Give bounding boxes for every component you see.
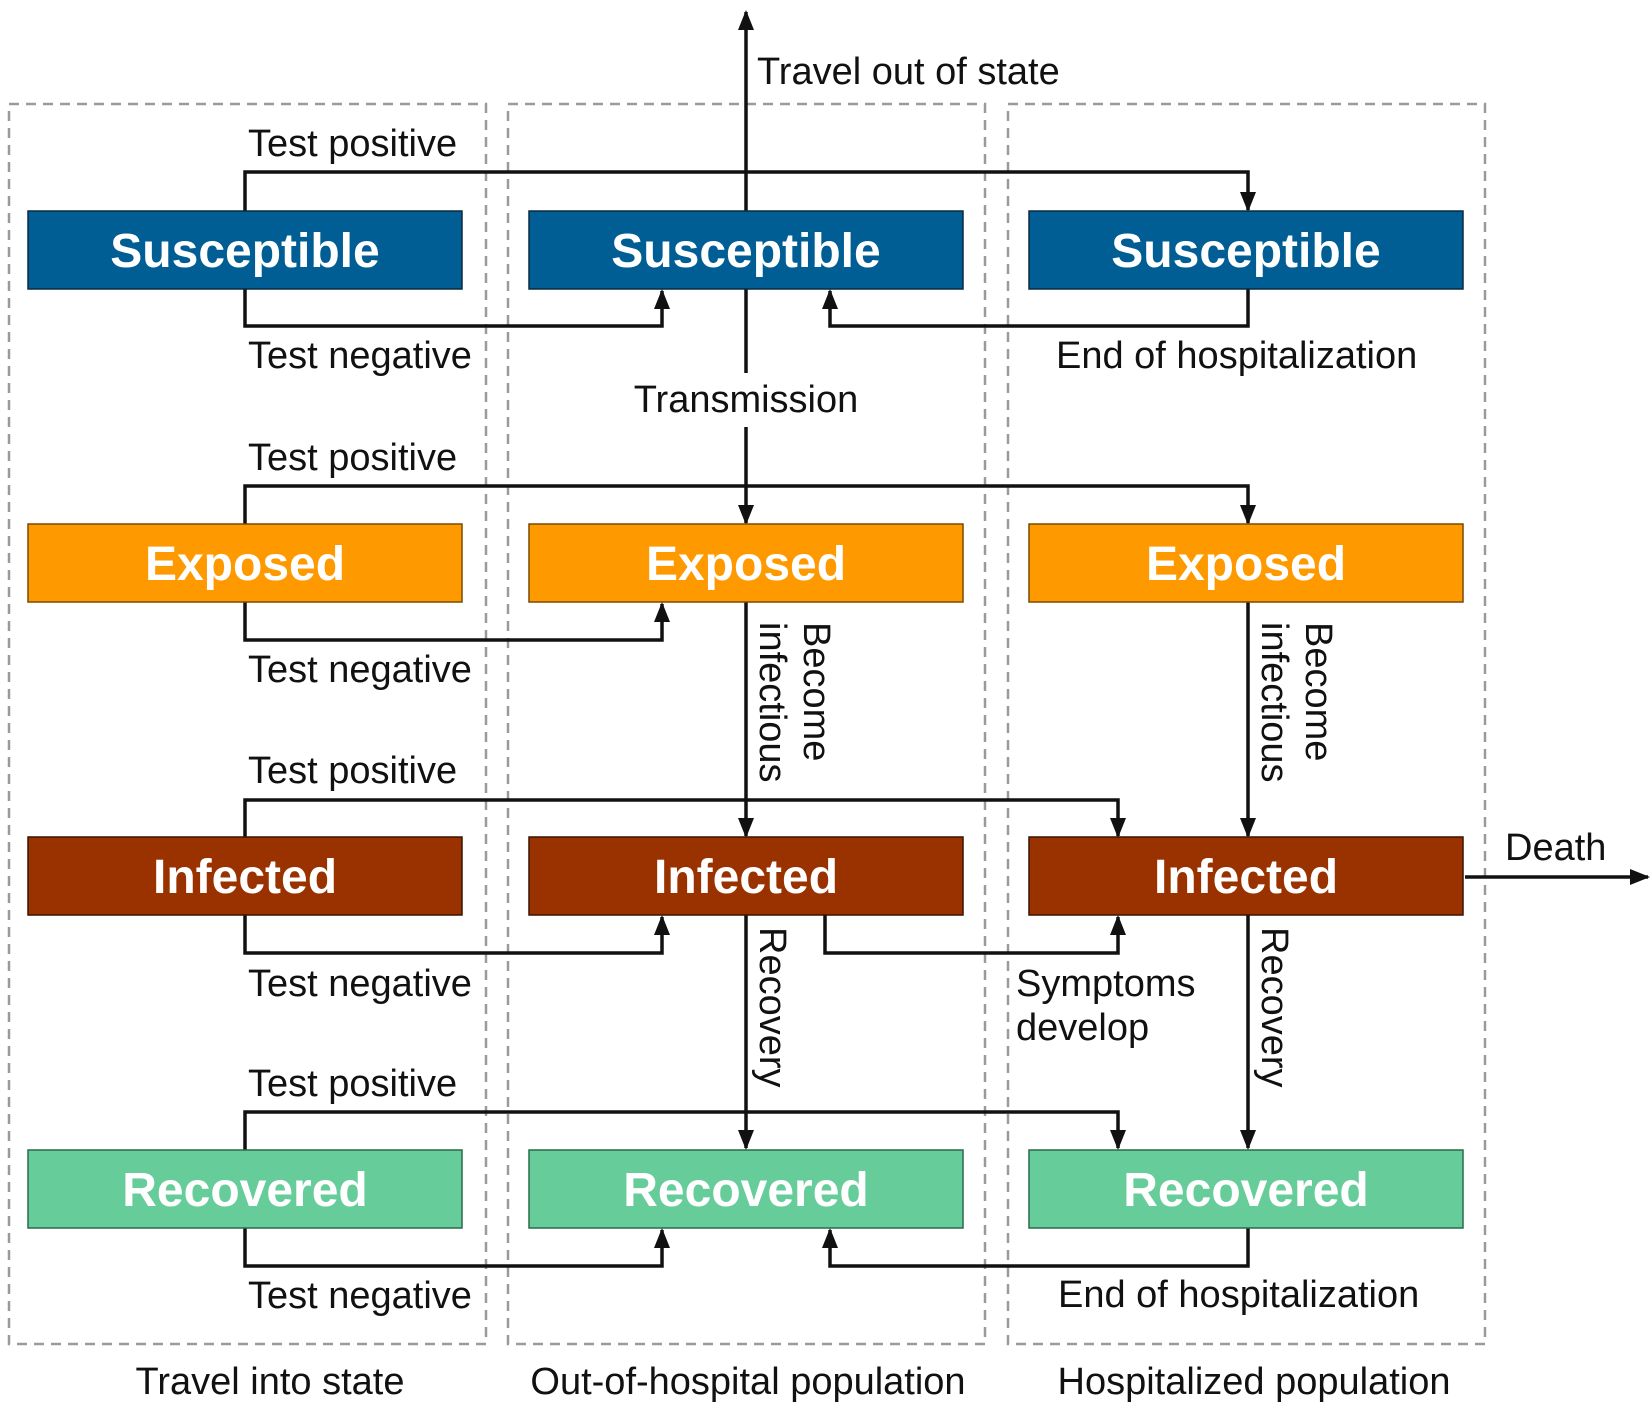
- group-box-hospitalized: [1006, 102, 1487, 1346]
- susceptible-hospitalized: Susceptible: [1028, 210, 1464, 290]
- susceptible-travel-in: Susceptible: [27, 210, 463, 290]
- travel-out-label: Travel out of state: [757, 51, 1060, 93]
- test-positive-label: Test positive: [248, 437, 457, 479]
- state-label: Exposed: [1146, 538, 1346, 591]
- end-hospitalization-label: End of hospitalization: [1056, 335, 1417, 377]
- group-caption-travel-in: Travel into state: [136, 1361, 405, 1403]
- group-box-travel-in: [7, 102, 488, 1346]
- test-positive-arrow-infected: [243, 798, 1126, 838]
- recovered-out-of-hospital: Recovered: [528, 1149, 964, 1229]
- test-positive-label: Test positive: [248, 750, 457, 792]
- state-label: Infected: [654, 851, 838, 904]
- infectious-label: infectious: [1253, 622, 1295, 783]
- state-label: Susceptible: [611, 225, 880, 278]
- test-negative-arrow-exposed: [243, 602, 670, 642]
- transmission-label: Transmission: [634, 379, 859, 421]
- state-label: Infected: [153, 851, 337, 904]
- state-label: Infected: [1154, 851, 1338, 904]
- exposed-travel-in: Exposed: [27, 523, 463, 603]
- death-label: Death: [1505, 827, 1606, 869]
- end-hospitalization-label: End of hospitalization: [1058, 1274, 1419, 1316]
- infectious-label: infectious: [751, 622, 793, 783]
- state-label: Recovered: [623, 1164, 868, 1217]
- state-label: Recovered: [1123, 1164, 1368, 1217]
- test-negative-label: Test negative: [248, 649, 472, 691]
- symptoms-develop-arrow: [823, 915, 1126, 955]
- recovery-label: Recovery: [1253, 927, 1295, 1088]
- recovered-hospitalized: Recovered: [1028, 1149, 1464, 1229]
- group-caption-hospitalized: Hospitalized population: [1058, 1361, 1451, 1403]
- infected-travel-in: Infected: [27, 836, 463, 916]
- exposed-hospitalized: Exposed: [1028, 523, 1464, 603]
- state-label: Exposed: [646, 538, 846, 591]
- group-caption-out-of-hospital: Out-of-hospital population: [530, 1361, 965, 1403]
- test-negative-arrow-infected: [243, 915, 670, 955]
- recovery-label: Recovery: [751, 927, 793, 1088]
- test-negative-label: Test negative: [248, 335, 472, 377]
- end-hospitalization-arrow-recovered: [822, 1228, 1250, 1268]
- end-hospitalization-arrow-susceptible: [822, 289, 1250, 328]
- test-positive-arrow-recovered: [243, 1110, 1126, 1150]
- test-positive-label: Test positive: [248, 123, 457, 165]
- recovered-travel-in: Recovered: [27, 1149, 463, 1229]
- state-label: Susceptible: [1111, 225, 1380, 278]
- state-label: Exposed: [145, 538, 345, 591]
- symptoms-label: Symptoms: [1016, 963, 1195, 1005]
- test-positive-arrow-exposed: [243, 484, 1256, 525]
- susceptible-out-of-hospital: Susceptible: [528, 210, 964, 290]
- become-label: Become: [1297, 622, 1339, 761]
- state-label: Susceptible: [110, 225, 379, 278]
- become-label: Become: [795, 622, 837, 761]
- develop-label: develop: [1016, 1007, 1149, 1049]
- state-label: Recovered: [122, 1164, 367, 1217]
- test-negative-arrow-susceptible: [243, 289, 670, 328]
- test-negative-label: Test negative: [248, 1275, 472, 1317]
- test-negative-label: Test negative: [248, 963, 472, 1005]
- infected-out-of-hospital: Infected: [528, 836, 964, 916]
- test-negative-arrow-recovered: [243, 1228, 670, 1268]
- exposed-out-of-hospital: Exposed: [528, 523, 964, 603]
- infected-hospitalized: Infected: [1028, 836, 1464, 916]
- test-positive-label: Test positive: [248, 1063, 457, 1105]
